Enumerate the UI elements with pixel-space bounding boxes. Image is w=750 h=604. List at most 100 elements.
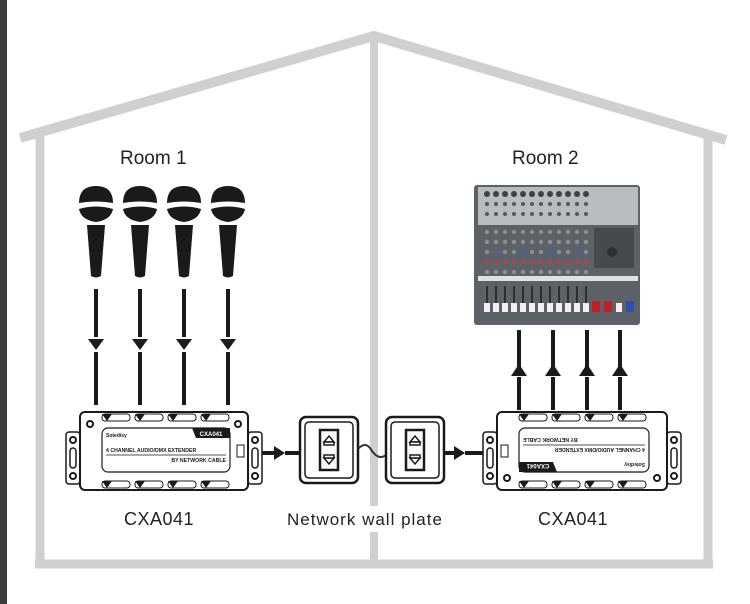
channel-knob <box>583 229 589 235</box>
model-badge <box>519 462 557 472</box>
channel-knob <box>493 269 499 275</box>
channel-knob <box>547 249 553 255</box>
channel-knob <box>529 259 535 265</box>
knob <box>521 212 525 216</box>
microphone-icon <box>79 186 113 405</box>
channel-knob <box>502 229 508 235</box>
port-marker <box>168 414 178 421</box>
channel-knob <box>556 259 562 265</box>
channel-knob <box>547 259 553 265</box>
jack-housing <box>404 428 426 472</box>
knob <box>512 212 516 216</box>
jack-housing <box>318 428 340 472</box>
channel-knob <box>493 249 499 255</box>
house-outline <box>18 30 728 569</box>
channel-knob <box>529 239 535 245</box>
audio-mixer-icon <box>474 185 640 325</box>
screw <box>503 474 511 482</box>
knob <box>557 202 561 206</box>
knob <box>575 212 579 216</box>
microphone-icon <box>211 186 245 405</box>
network-wall-plate-1 <box>298 415 360 485</box>
channel-knob <box>529 249 535 255</box>
screw-hole <box>251 436 259 444</box>
knob <box>566 202 570 206</box>
port-marker <box>201 414 211 421</box>
jack <box>511 191 517 197</box>
knob <box>584 202 588 206</box>
mic-handle <box>175 225 193 278</box>
wall-plate-label: Network wall plate <box>285 510 445 530</box>
knob <box>566 212 570 216</box>
room-2-label: Room 2 <box>512 148 579 169</box>
channel-knob <box>511 239 517 245</box>
screw-hole <box>69 436 77 444</box>
channel-knob <box>565 249 571 255</box>
channel-knob <box>574 239 580 245</box>
arrow-up-icon <box>612 364 628 376</box>
jack <box>574 191 580 197</box>
channel-knob <box>511 249 517 255</box>
arrow-right-icon <box>454 446 465 460</box>
knob <box>530 202 534 206</box>
jack-socket-up <box>409 441 421 446</box>
channel-knob <box>565 239 571 245</box>
port-marker <box>585 481 595 488</box>
channel-knob <box>502 269 508 275</box>
fader-cap <box>616 303 622 312</box>
mic-head <box>167 186 201 203</box>
knob <box>584 212 588 216</box>
model-badge <box>192 428 230 438</box>
network-link <box>262 415 483 485</box>
jack <box>484 191 490 197</box>
channel-knob <box>565 269 571 275</box>
left-edge-strip <box>0 0 7 604</box>
jack <box>529 191 535 197</box>
jack <box>547 191 553 197</box>
mic-handle <box>131 225 149 278</box>
screw-hole <box>670 436 678 444</box>
arrow-up-icon <box>511 364 527 376</box>
network-wall-plate-2 <box>384 415 446 485</box>
mic-head <box>123 186 157 203</box>
screw-hole <box>486 472 494 480</box>
channel-knob <box>538 269 544 275</box>
knob <box>557 212 561 216</box>
channel-knob <box>493 239 499 245</box>
device-subtitle: BY NETWORK CABLE <box>522 436 577 442</box>
knob <box>503 202 507 206</box>
channel-knob <box>511 229 517 235</box>
label-panel <box>518 427 650 473</box>
fader-cap <box>502 303 508 312</box>
channel-knob <box>484 239 490 245</box>
channel-knob <box>511 269 517 275</box>
channel-knob <box>547 269 553 275</box>
jack <box>565 191 571 197</box>
channel-knob <box>583 239 589 245</box>
knob <box>539 202 543 206</box>
arrow-down-icon <box>176 339 192 350</box>
screw-hole <box>251 472 259 480</box>
mic-grille <box>211 206 245 222</box>
port-marker <box>102 481 112 488</box>
port-marker <box>618 414 628 421</box>
knob <box>548 202 552 206</box>
jack <box>520 191 526 197</box>
jack-socket-up <box>323 441 335 446</box>
screw <box>86 420 94 428</box>
mic-head <box>79 186 113 203</box>
model-badge-text: CXA041 <box>200 432 223 438</box>
channel-knob <box>484 249 490 255</box>
fader-cap <box>520 303 526 312</box>
channel-knob <box>565 259 571 265</box>
port-marker <box>135 414 145 421</box>
jack <box>583 191 589 197</box>
fader-cap <box>583 303 589 312</box>
fader-cap <box>529 303 535 312</box>
mic-handle <box>219 225 237 278</box>
microphone-icon <box>123 186 157 405</box>
channel-knob <box>556 269 562 275</box>
mic-grille <box>167 206 201 222</box>
